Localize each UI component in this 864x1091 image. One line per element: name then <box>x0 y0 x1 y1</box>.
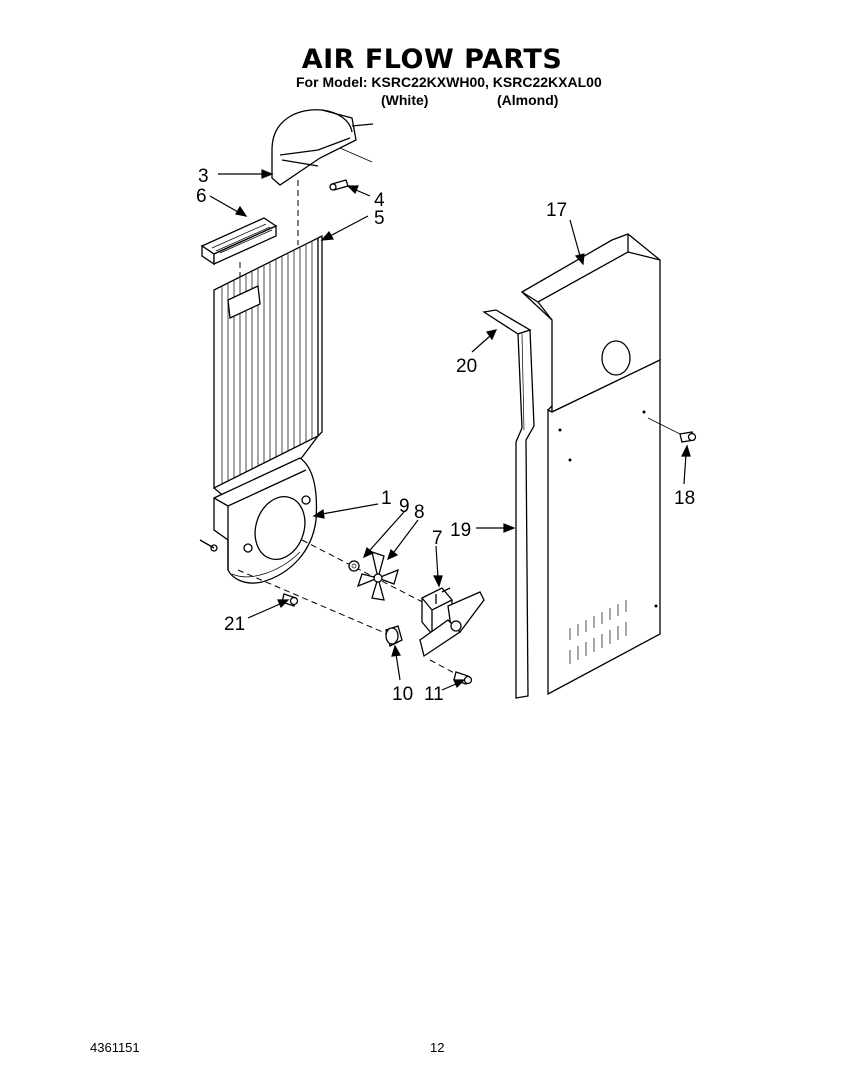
variant-white: (White) <box>381 92 429 108</box>
callout-17: 17 <box>546 200 567 221</box>
callout-10: 10 <box>392 684 413 705</box>
part-fan-blade <box>356 551 399 601</box>
part-evaporator-cover <box>213 234 323 499</box>
callout-1: 1 <box>381 488 392 509</box>
part-fan-motor <box>419 587 485 658</box>
page-number: 12 <box>430 1040 445 1055</box>
part-grommet <box>385 625 403 647</box>
part-air-duct <box>271 109 374 186</box>
callout-18: 18 <box>674 488 695 509</box>
callout-3: 3 <box>198 166 209 187</box>
part-seal <box>482 309 535 699</box>
callout-20: 20 <box>456 356 477 377</box>
variant-almond: (Almond) <box>497 92 559 108</box>
callout-5: 5 <box>374 208 385 229</box>
model-line: For Model: KSRC22KXWH00, KSRC22KXAL00 <box>296 74 602 90</box>
part-screw-4 <box>329 179 349 191</box>
part-rear-panel-lower <box>547 358 661 696</box>
leader-lines <box>209 169 691 691</box>
part-screw-11 <box>429 659 473 685</box>
page-title: AIR FLOW PARTS <box>301 44 563 75</box>
callout-21: 21 <box>224 614 245 635</box>
document-number: 4361151 <box>90 1040 140 1055</box>
callout-19: 19 <box>450 520 471 541</box>
part-grille <box>200 217 278 266</box>
callout-6: 6 <box>196 186 207 207</box>
part-screw-18 <box>647 417 697 443</box>
part-nut-9 <box>348 560 360 572</box>
callout-9: 9 <box>399 496 410 517</box>
part-fan-housing <box>199 457 318 584</box>
callout-7: 7 <box>432 528 443 549</box>
callout-8: 8 <box>414 502 425 523</box>
part-rear-panel-upper <box>520 233 661 414</box>
callout-4: 4 <box>374 190 385 211</box>
callout-11: 11 <box>424 684 444 705</box>
